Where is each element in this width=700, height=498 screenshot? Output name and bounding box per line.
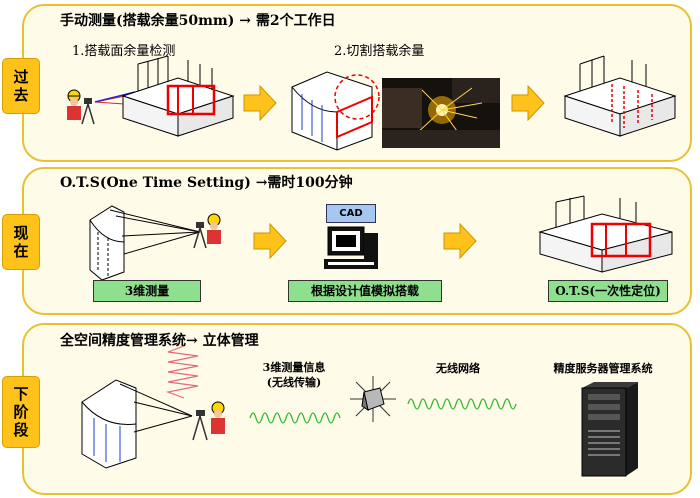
past-tag: 过 去	[2, 58, 40, 114]
cad-label: CAD	[326, 204, 376, 223]
present-heading: O.T.S(One Time Setting) →需时100分钟	[60, 175, 353, 191]
surveyor-icon	[67, 89, 95, 125]
antenna-icon	[350, 376, 396, 422]
flow-arrow	[443, 222, 477, 260]
next-tag: 下 阶 段	[2, 376, 40, 448]
block-structure-icon	[81, 379, 193, 469]
block-structure-icon	[121, 55, 235, 137]
past-step-1-label: 1.搭载面余量检测	[72, 44, 176, 59]
present-tag: 现 在	[2, 214, 40, 270]
block-structure-icon	[89, 205, 201, 281]
next-heading: 全空间精度管理系统→ 立体管理	[60, 333, 259, 349]
block-structure-icon	[563, 55, 677, 137]
ots-box: O.T.S(一次性定位)	[548, 280, 668, 302]
simulate-box: 根据设计值模拟搭载	[288, 280, 442, 302]
flow-arrow	[253, 222, 287, 260]
server-system-label: 精度服务器管理系统	[553, 362, 653, 375]
surveyor-icon	[192, 401, 225, 441]
server-tower-icon	[581, 382, 638, 477]
block-structure-icon	[538, 195, 673, 273]
past-heading: 手动测量(搭载余量50mm) → 需2个工作日	[60, 13, 336, 29]
measure-3d-box: 3维测量	[93, 280, 201, 302]
cutting-photo	[382, 78, 500, 148]
flow-arrow	[243, 84, 277, 122]
measure-info-label: 3维测量信息 (无线传输)	[262, 361, 326, 389]
computer-cad-icon	[324, 226, 378, 269]
signal-wave	[165, 345, 199, 399]
surveyor-icon	[193, 213, 221, 249]
past-step-2-label: 2.切割搭载余量	[334, 44, 425, 59]
wireless-network-label: 无线网络	[436, 362, 480, 375]
flow-arrow	[511, 84, 545, 122]
wireless-wave	[407, 398, 517, 410]
wireless-wave	[249, 412, 341, 424]
block-structure-icon	[291, 71, 380, 151]
